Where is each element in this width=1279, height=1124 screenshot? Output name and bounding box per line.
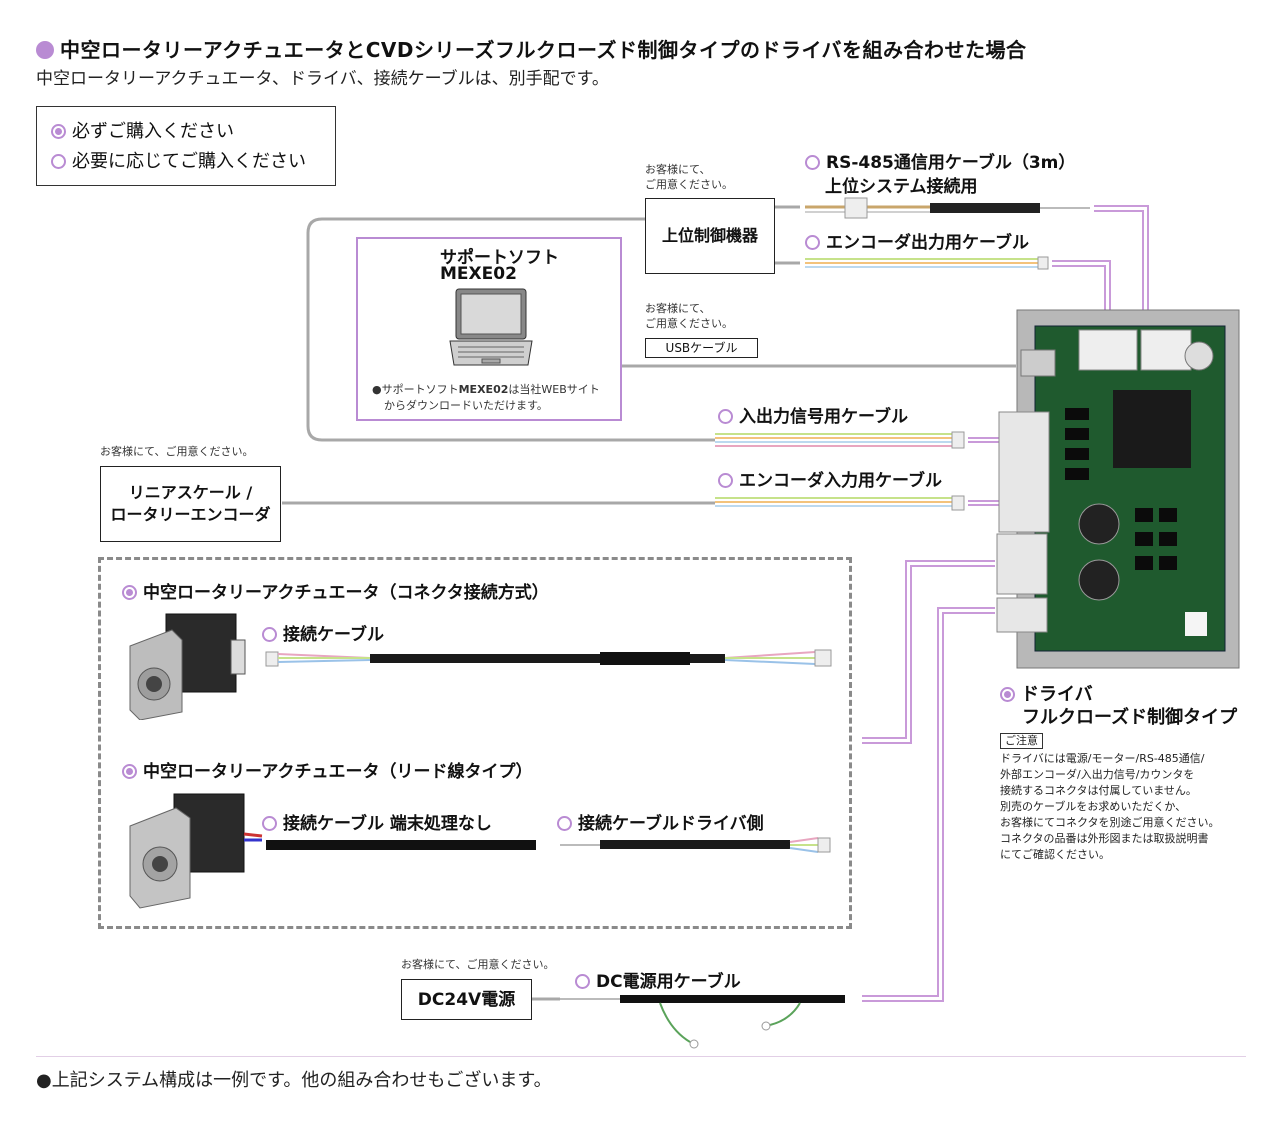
- legend-required: 必ずご購入ください: [51, 117, 234, 143]
- open-circle-icon: [557, 816, 572, 831]
- actuator-lead-label: 中空ロータリーアクチュエータ（リード線タイプ）: [122, 757, 532, 782]
- connection-cable-label: 接続ケーブル: [262, 620, 384, 645]
- connection-no-term-label: 接続ケーブル 端末処理なし: [262, 809, 492, 834]
- open-circle-icon: [805, 155, 820, 170]
- filled-circle-icon: [51, 124, 66, 139]
- page-title: 中空ロータリーアクチュエータとCVDシリーズフルクローズド制御タイプのドライバを…: [36, 34, 1027, 63]
- actuator-connector-label: 中空ロータリーアクチュエータ（コネクタ接続方式）: [122, 578, 549, 603]
- encoder-input-cable-label: エンコーダ入力用ケーブル: [718, 466, 942, 491]
- caution-note: ご注意 ドライバには電源/モーター/RS-485通信/ 外部エンコーダ/入出力信…: [1000, 733, 1220, 861]
- linear-scale-box: リニアスケール / ロータリーエンコーダ: [100, 466, 281, 542]
- open-circle-icon: [262, 627, 277, 642]
- software-note-line2: からダウンロードいただけます。: [384, 399, 548, 412]
- power-customer-note: お客様にて、ご用意ください。: [401, 958, 555, 971]
- driver-label: ドライバ: [1000, 680, 1093, 706]
- open-circle-icon: [262, 816, 277, 831]
- cable-encoder-input: [715, 495, 965, 511]
- usb-cable-box: USBケーブル: [645, 338, 758, 358]
- usb-customer-note: お客様にて、 ご用意ください。: [645, 302, 733, 330]
- footer-note: ●上記システム構成は一例です。他の組み合わせもございます。: [36, 1070, 552, 1091]
- cable-connection: [265, 649, 832, 667]
- io-signal-cable-label: 入出力信号用ケーブル: [718, 402, 908, 427]
- scale-customer-note: お客様にて、ご用意ください。: [100, 445, 254, 458]
- actuator-lead-motor-icon: [129, 793, 263, 909]
- power-supply-box: DC24V電源: [401, 979, 532, 1020]
- encoder-output-cable-label: エンコーダ出力用ケーブル: [805, 228, 1029, 253]
- open-circle-icon: [718, 409, 733, 424]
- page-subtitle: 中空ロータリーアクチュエータ、ドライバ、接続ケーブルは、別手配です。: [36, 69, 609, 89]
- filled-circle-icon: [1000, 687, 1015, 702]
- software-title: サポートソフト: [440, 248, 559, 268]
- cable-driver-side: [560, 837, 831, 853]
- open-circle-icon: [51, 154, 66, 169]
- actuator-section: [98, 557, 852, 929]
- cable-dc-power: [560, 995, 845, 1049]
- filled-circle-icon: [122, 585, 137, 600]
- line-host-to-io: [306, 217, 715, 442]
- driver-board-icon: [996, 309, 1240, 669]
- software-note-line1: ●サポートソフトMEXE02は当社WEBサイト: [372, 383, 600, 396]
- legend-box: 必ずご購入ください 必要に応じてご購入ください: [36, 106, 336, 186]
- host-controller-box: 上位制御機器: [645, 198, 775, 274]
- cable-no-termination: [266, 840, 536, 850]
- legend-optional: 必要に応じてご購入ください: [51, 147, 306, 173]
- support-software-box: サポートソフト MEXE02 ●サポートソフトMEXE02は当社WEBサイト か…: [356, 237, 622, 421]
- host-customer-note: お客様にて、 ご用意ください。: [645, 163, 733, 191]
- open-circle-icon: [575, 974, 590, 989]
- actuator-motor-icon: [129, 613, 246, 720]
- caution-tag: ご注意: [1000, 733, 1043, 749]
- driver-sublabel: フルクローズド制御タイプ: [1022, 707, 1238, 728]
- software-name: MEXE02: [440, 264, 517, 284]
- dc-power-cable-label: DC電源用ケーブル: [575, 967, 741, 992]
- open-circle-icon: [718, 473, 733, 488]
- cable-io-signal: [715, 431, 965, 449]
- rs485-cable-label: RS-485通信用ケーブル（3m）: [805, 148, 1075, 173]
- connection-driver-side-label: 接続ケーブルドライバ側: [557, 809, 764, 834]
- cable-encoder-output: [805, 256, 1049, 270]
- footer-divider: [36, 1056, 1246, 1057]
- open-circle-icon: [805, 235, 820, 250]
- cable-rs485: [805, 197, 1090, 219]
- filled-circle-icon: [122, 764, 137, 779]
- laptop-icon: [449, 288, 533, 366]
- rs485-cable-sublabel: 上位システム接続用: [825, 177, 978, 197]
- bullet-dot-icon: [36, 41, 54, 59]
